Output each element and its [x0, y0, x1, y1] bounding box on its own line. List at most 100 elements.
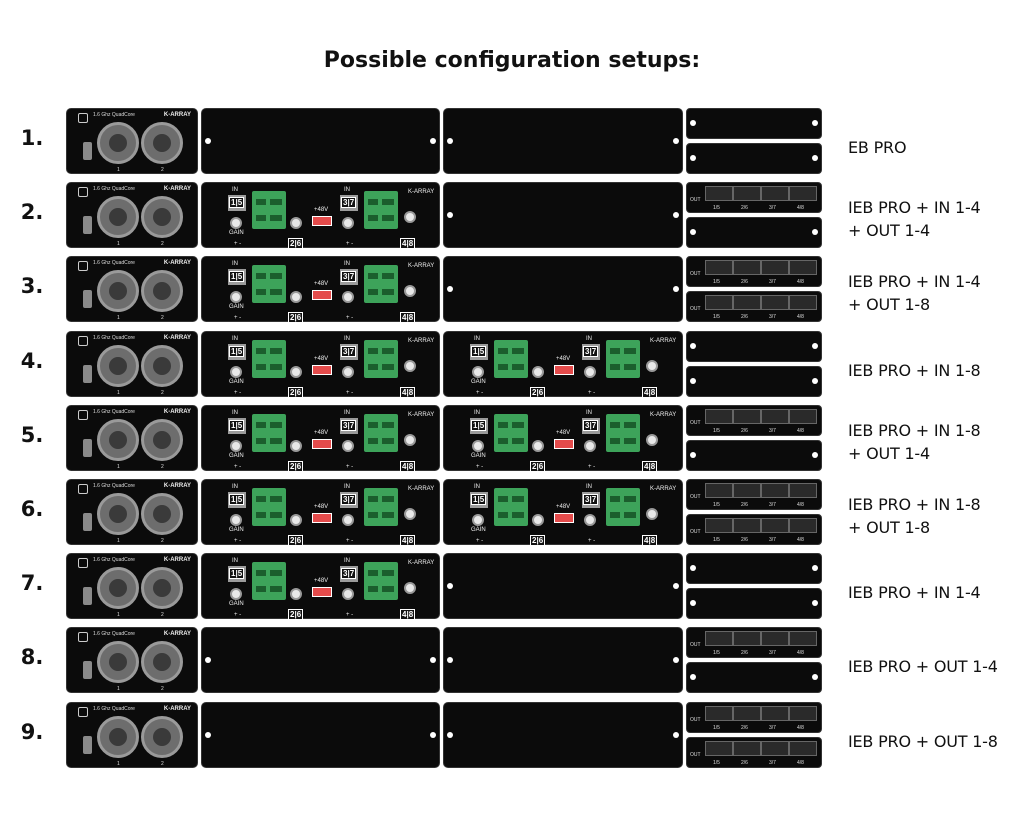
port-label-2: 2: [161, 538, 164, 544]
output-pair-label: 3/7: [769, 428, 776, 434]
terminal-block-icon: [620, 414, 640, 452]
polarity-label: + -: [588, 464, 596, 470]
out-bottom-screw-left-icon: [690, 155, 696, 161]
in-label: IN: [232, 261, 238, 267]
in-label: IN: [474, 484, 480, 490]
logo-icon: [78, 632, 88, 642]
cpu-label: 1.6 Ghz QuadCore: [93, 112, 135, 118]
usb-port-icon: [83, 587, 92, 605]
port-label-1: 1: [117, 686, 120, 692]
channel-pair-label: 2|6: [288, 387, 304, 398]
out-bottom-screw-right-icon: [812, 452, 818, 458]
gain-knob-icon: [646, 434, 658, 446]
out-bottom-screw-right-icon: [812, 155, 818, 161]
config-line: + OUT 1-4: [848, 221, 930, 240]
blank-output-cover: [686, 440, 822, 471]
gain-knob-icon: [342, 291, 354, 303]
brand-logo: K-ARRAY: [163, 186, 191, 192]
output-connector-icon: [761, 260, 789, 275]
terminal-block-icon: [378, 562, 398, 600]
gain-knob-icon: [646, 508, 658, 520]
channel-pair-label: 2|6: [288, 461, 304, 472]
logo-icon: [78, 187, 88, 197]
gain-knob-icon: [342, 588, 354, 600]
output-connector-icon: [733, 186, 761, 201]
slot1-screw-left-icon: [205, 138, 211, 144]
out-label: OUT: [690, 717, 701, 723]
port-label-2: 2: [161, 167, 164, 173]
out-bottom-screw-left-icon: [690, 674, 696, 680]
phantom-label: +48V: [314, 430, 329, 436]
gain-knob-icon: [532, 366, 544, 378]
output-connector-icon: [705, 295, 733, 310]
channel-pair-label: 4|8: [400, 238, 416, 249]
cpu-label: 1.6 Ghz QuadCore: [93, 557, 135, 563]
gain-knob-icon: [472, 514, 484, 526]
polarity-label: + -: [234, 315, 242, 321]
gain-knob-icon: [584, 514, 596, 526]
gain-knob-icon: [646, 360, 658, 372]
terminal-block-icon: [266, 562, 286, 600]
slot1-screw-right-icon: [430, 657, 436, 663]
logo-icon: [78, 410, 88, 420]
dip-switch-icon: [554, 513, 574, 523]
in-label: IN: [586, 484, 592, 490]
in-label: IN: [344, 484, 350, 490]
channel-pair-label: 4|8: [642, 535, 658, 546]
row-number: 9.: [20, 720, 44, 744]
output-pair-label: 1/5: [713, 760, 720, 766]
output-connector-icon: [733, 631, 761, 646]
in-label: IN: [232, 187, 238, 193]
config-description: IEB PRO + IN 1-4+ OUT 1-8: [848, 270, 981, 316]
channel-pair-label: 1|5: [471, 494, 487, 505]
output-pair-label: 3/7: [769, 502, 776, 508]
brand-logo: K-ARRAY: [408, 560, 435, 566]
output-connector-icon: [733, 518, 761, 533]
channel-pair-label: 2|6: [288, 312, 304, 323]
blank-slot-cover: [201, 627, 440, 693]
output-connector-icon: [761, 518, 789, 533]
terminal-block-icon: [378, 340, 398, 378]
channel-pair-label: 3|7: [341, 197, 357, 208]
channel-pair-label: 2|6: [288, 238, 304, 249]
config-line: IEB PRO + IN 1-4: [848, 198, 981, 217]
in-label: IN: [232, 484, 238, 490]
channel-pair-label: 1|5: [471, 420, 487, 431]
logo-icon: [78, 558, 88, 568]
slot2-screw-left-icon: [447, 583, 453, 589]
channel-pair-label: 4|8: [400, 609, 416, 620]
blank-slot-cover: [443, 702, 683, 768]
out-bottom-screw-right-icon: [812, 674, 818, 680]
output-connector-icon: [733, 741, 761, 756]
blank-output-cover: [686, 108, 822, 139]
gain-label: GAIN: [471, 453, 486, 459]
gain-knob-icon: [230, 440, 242, 452]
row-number: 2.: [20, 200, 44, 224]
brand-logo: K-ARRAY: [163, 706, 191, 712]
config-description: IEB PRO + IN 1-8: [848, 359, 981, 382]
brand-logo: K-ARRAY: [163, 260, 191, 266]
gain-knob-icon: [342, 440, 354, 452]
polarity-label: + -: [234, 464, 242, 470]
brand-logo: K-ARRAY: [163, 483, 191, 489]
output-pair-label: 2/6: [741, 537, 748, 543]
terminal-block-icon: [508, 340, 528, 378]
blank-output-cover: [686, 217, 822, 248]
output-pair-label: 1/5: [713, 314, 720, 320]
polarity-label: + -: [346, 538, 354, 544]
output-connector-icon: [761, 186, 789, 201]
channel-pair-label: 4|8: [642, 387, 658, 398]
